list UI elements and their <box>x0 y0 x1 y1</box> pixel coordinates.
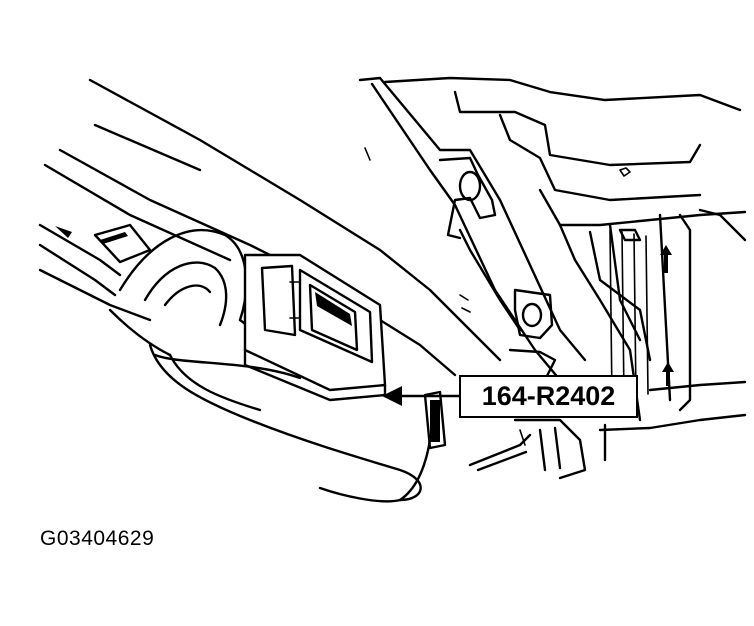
part-number-callout: 164-R2402 <box>459 375 638 418</box>
tool-handle <box>423 390 607 480</box>
fuse-relay-box-icon <box>243 253 387 402</box>
part-number-label: 164-R2402 <box>481 381 616 411</box>
hinge-bracket <box>364 147 557 382</box>
diagonal-beam <box>38 78 502 377</box>
arrow-left-icon <box>382 386 460 406</box>
duct-tube <box>108 229 432 503</box>
figure-id-label: G03404629 <box>40 527 155 550</box>
body-panel-upper-right <box>358 76 747 432</box>
